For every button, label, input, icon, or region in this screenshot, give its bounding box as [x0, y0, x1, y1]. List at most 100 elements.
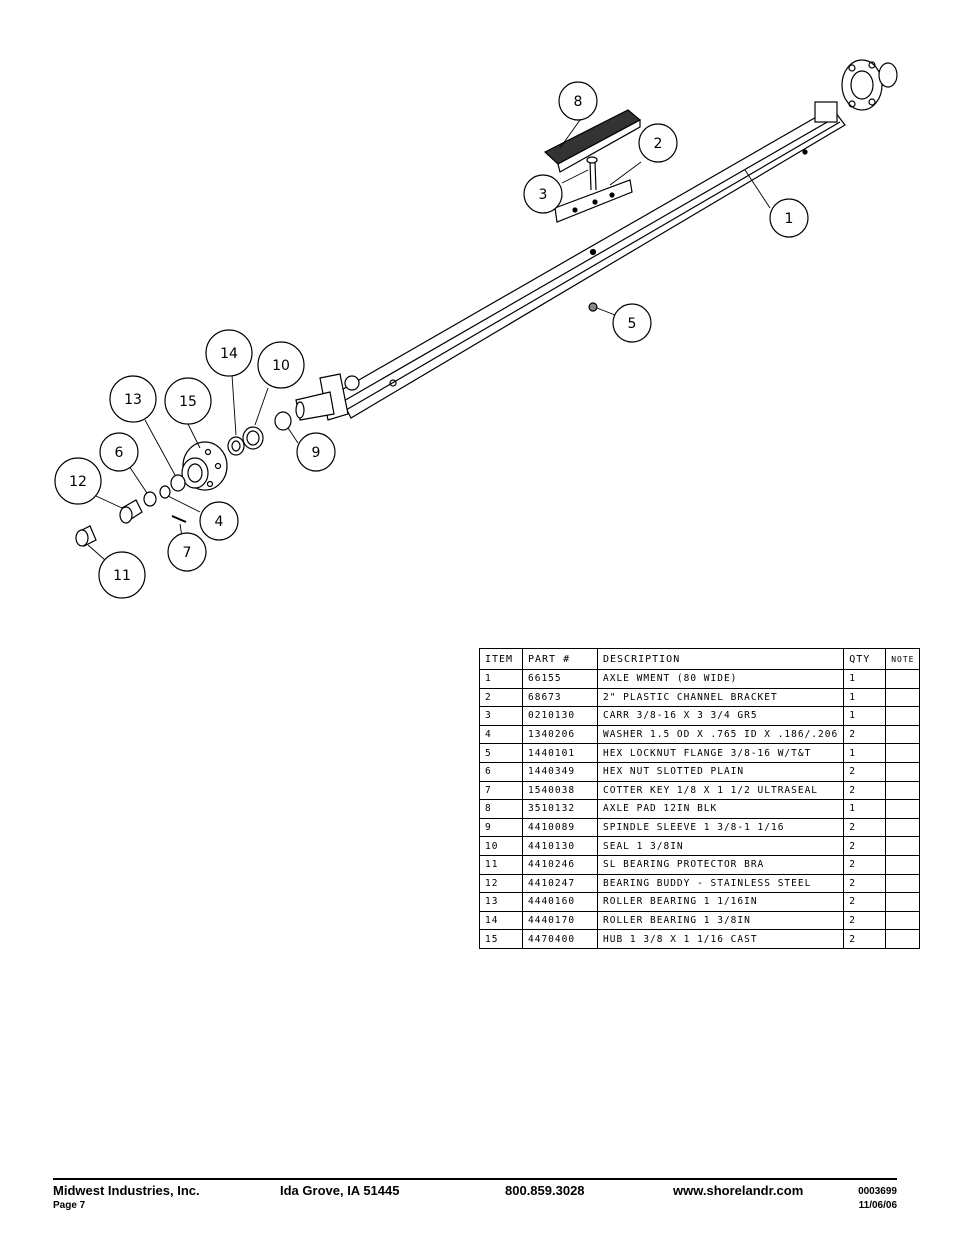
cell-item: 8	[479, 799, 523, 819]
cell-description: WASHER 1.5 OD X .765 ID X .186/.206	[596, 724, 845, 745]
cell-description: HEX LOCKNUT FLANGE 3/8-16 W/T&T	[596, 743, 845, 763]
svg-text:10: 10	[272, 358, 290, 374]
cell-description: BEARING BUDDY - STAINLESS STEEL	[596, 873, 845, 894]
callout-1: 1	[769, 198, 809, 238]
axle-left-end	[295, 373, 360, 421]
callout-8: 8	[558, 81, 598, 121]
carriage-bolt	[586, 156, 598, 191]
footer-company: Midwest Industries, Inc.	[53, 1183, 200, 1198]
bearing-protector-part	[75, 525, 97, 547]
roller-bearing-large	[227, 436, 245, 456]
header-qty: QTY	[843, 648, 887, 670]
hub-part	[181, 441, 228, 491]
cell-part-number: 1440101	[522, 743, 598, 763]
callout-2: 2	[638, 123, 678, 163]
svg-text:6: 6	[115, 445, 124, 461]
channel-bracket	[554, 179, 633, 223]
cell-description: ROLLER BEARING 1 3/8IN	[596, 910, 845, 931]
cell-note	[885, 929, 921, 949]
header-item: ITEM	[479, 648, 523, 670]
cell-item: 13	[479, 892, 523, 912]
footer-phone: 800.859.3028	[505, 1183, 585, 1198]
table-header-row: ITEM PART # DESCRIPTION QTY NOTE	[479, 648, 921, 670]
exploded-axle-diagram: 1 2 3 4 5 6 7 8 9 10 11 12 13 14 15	[54, 59, 898, 599]
cell-part-number: 0210130	[522, 706, 598, 726]
callout-3: 3	[523, 174, 563, 214]
cell-qty: 1	[843, 743, 887, 763]
cell-description: SPINDLE SLEEVE 1 3/8-1 1/16	[596, 817, 845, 838]
cell-part-number: 1540038	[522, 780, 598, 801]
svg-text:15: 15	[179, 394, 197, 410]
cell-note	[885, 817, 921, 838]
svg-text:3: 3	[539, 187, 548, 203]
roller-bearing-small	[170, 474, 186, 492]
callout-15: 15	[164, 377, 212, 425]
cell-part-number: 4410089	[522, 817, 598, 838]
cell-note	[885, 780, 921, 801]
cell-item: 10	[479, 836, 523, 856]
bearing-buddy-part	[119, 499, 143, 524]
cell-note	[885, 873, 921, 894]
cell-qty: 1	[843, 706, 887, 726]
cell-description: AXLE WMENT (80 WIDE)	[596, 669, 845, 689]
cell-note	[885, 687, 921, 708]
footer-doc-number: 0003699	[858, 1186, 897, 1197]
cell-item: 15	[479, 929, 523, 949]
cell-qty: 2	[843, 761, 887, 782]
callout-10: 10	[257, 341, 305, 389]
svg-text:7: 7	[183, 545, 192, 561]
cell-part-number: 1340206	[522, 724, 598, 745]
cell-part-number: 68673	[522, 687, 598, 708]
cell-note	[885, 892, 921, 912]
cell-part-number: 4410247	[522, 873, 598, 894]
cell-description: SEAL 1 3/8IN	[596, 836, 845, 856]
footer-website[interactable]: www.shorelandr.com	[673, 1183, 804, 1198]
header-description: DESCRIPTION	[596, 648, 845, 670]
seal-part	[242, 426, 264, 450]
cell-qty: 1	[843, 799, 887, 819]
cell-qty: 1	[843, 669, 887, 689]
cell-part-number: 4440160	[522, 892, 598, 912]
washer-part	[159, 485, 171, 499]
cell-qty: 2	[843, 910, 887, 931]
cell-description: HUB 1 3/8 X 1 1/16 CAST	[596, 929, 845, 949]
cell-qty: 2	[843, 929, 887, 949]
cell-part-number: 4410246	[522, 854, 598, 875]
cell-note	[885, 724, 921, 745]
cell-part-number: 4470400	[522, 929, 598, 949]
cell-description: ROLLER BEARING 1 1/16IN	[596, 892, 845, 912]
callout-balloons: 1 2 3 4 5 6 7 8 9 10 11 12 13 14 15	[54, 81, 809, 599]
cell-description: 2" PLASTIC CHANNEL BRACKET	[596, 687, 845, 708]
cell-item: 3	[479, 706, 523, 726]
cell-note	[885, 799, 921, 819]
svg-text:11: 11	[113, 568, 131, 584]
cell-note	[885, 743, 921, 763]
cell-item: 14	[479, 910, 523, 931]
cell-note	[885, 761, 921, 782]
cell-qty: 2	[843, 873, 887, 894]
cell-note	[885, 836, 921, 856]
cell-part-number: 66155	[522, 669, 598, 689]
cell-item: 7	[479, 780, 523, 801]
cell-description: AXLE PAD 12IN BLK	[596, 799, 845, 819]
cell-item: 2	[479, 687, 523, 708]
callout-7: 7	[167, 532, 207, 572]
svg-text:13: 13	[124, 392, 142, 408]
cell-note	[885, 669, 921, 689]
callout-11: 11	[98, 551, 146, 599]
axle-pad	[543, 109, 642, 173]
axle-right-end	[814, 59, 898, 123]
callout-12: 12	[54, 457, 102, 505]
cell-note	[885, 706, 921, 726]
